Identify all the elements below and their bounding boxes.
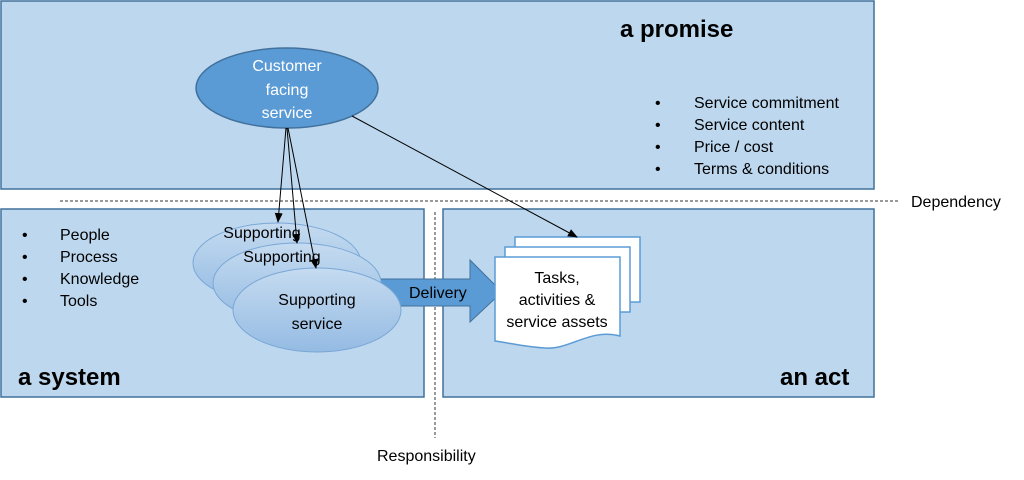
delivery-label: Delivery	[409, 285, 467, 302]
svg-text:•: •	[655, 139, 661, 156]
bullet-item: Tools	[60, 293, 97, 310]
act-title: an act	[780, 364, 849, 391]
svg-text:•: •	[22, 227, 28, 244]
customer-facing-service-node: Customer facing service	[195, 47, 379, 129]
supporting-service-back-label: Supporting	[223, 225, 300, 242]
responsibility-label: Responsibility	[377, 448, 476, 465]
bullet-item: Price / cost	[694, 139, 774, 156]
svg-text:Supporting: Supporting	[278, 292, 355, 309]
bullet-item: Service commitment	[694, 95, 839, 112]
bullet-item: People	[60, 227, 110, 244]
dependency-arrows	[274, 115, 578, 269]
promise-bullets: • Service commitment • Service content • Pr…	[655, 95, 839, 178]
tasks-document-stack: Tasks, activities & service assets	[494, 236, 641, 349]
svg-text:service: service	[292, 316, 343, 333]
system-title: a system	[18, 364, 121, 391]
svg-text:facing: facing	[266, 82, 309, 99]
promise-panel	[0, 0, 875, 190]
svg-text:activities &: activities &	[519, 292, 596, 309]
svg-text:•: •	[22, 293, 28, 310]
promise-title: a promise	[620, 16, 733, 43]
svg-text:•: •	[22, 271, 28, 288]
bullet-item: Terms & conditions	[694, 161, 829, 178]
supporting-service-middle-label: Supporting	[243, 249, 320, 266]
svg-text:Tasks,: Tasks,	[534, 270, 579, 287]
svg-text:•: •	[655, 117, 661, 134]
svg-text:service: service	[262, 105, 313, 122]
bullet-item: Process	[60, 249, 118, 266]
svg-text:•: •	[655, 161, 661, 178]
svg-text:•: •	[655, 95, 661, 112]
svg-text:service assets: service assets	[506, 314, 607, 331]
dependency-label: Dependency	[911, 194, 1001, 211]
supporting-service-node: Supporting service	[232, 267, 402, 353]
svg-text:Customer: Customer	[252, 58, 322, 75]
svg-text:•: •	[22, 249, 28, 266]
system-bullets: • People • Process • Knowledge • Tools	[22, 227, 139, 310]
bullet-item: Service content	[694, 117, 805, 134]
bullet-item: Knowledge	[60, 271, 139, 288]
